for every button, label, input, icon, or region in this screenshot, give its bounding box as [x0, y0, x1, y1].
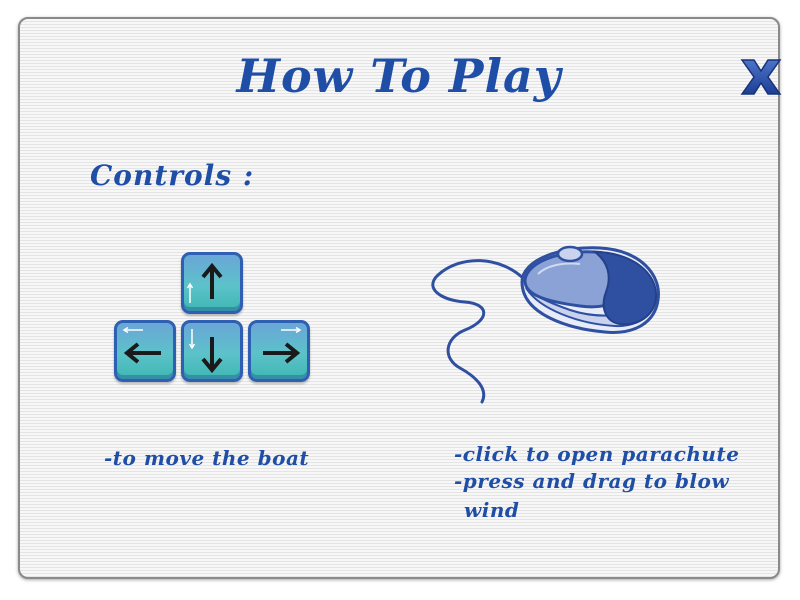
controls-heading: Controls :: [90, 159, 255, 192]
keyboard-caption: -to move the boat: [104, 446, 310, 470]
left-arrow-key: [114, 320, 176, 382]
arrow-down-icon: [188, 329, 223, 374]
computer-mouse-icon: [431, 245, 660, 404]
close-icon: [740, 59, 782, 95]
dialog-title: How To Play: [236, 49, 562, 103]
arrow-right-icon: [263, 326, 302, 364]
up-arrow-key: [181, 252, 243, 314]
mouse-caption-line: -press and drag to blow: [454, 469, 730, 493]
down-arrow-key: [181, 320, 243, 382]
arrow-up-icon: [186, 262, 223, 303]
mouse-caption-line: wind: [464, 498, 520, 522]
right-arrow-key: [248, 320, 310, 382]
mouse-caption-line: -click to open parachute: [454, 442, 740, 466]
mouse-illustration: [430, 240, 670, 410]
arrow-left-icon: [122, 326, 161, 364]
close-button[interactable]: [738, 57, 784, 97]
